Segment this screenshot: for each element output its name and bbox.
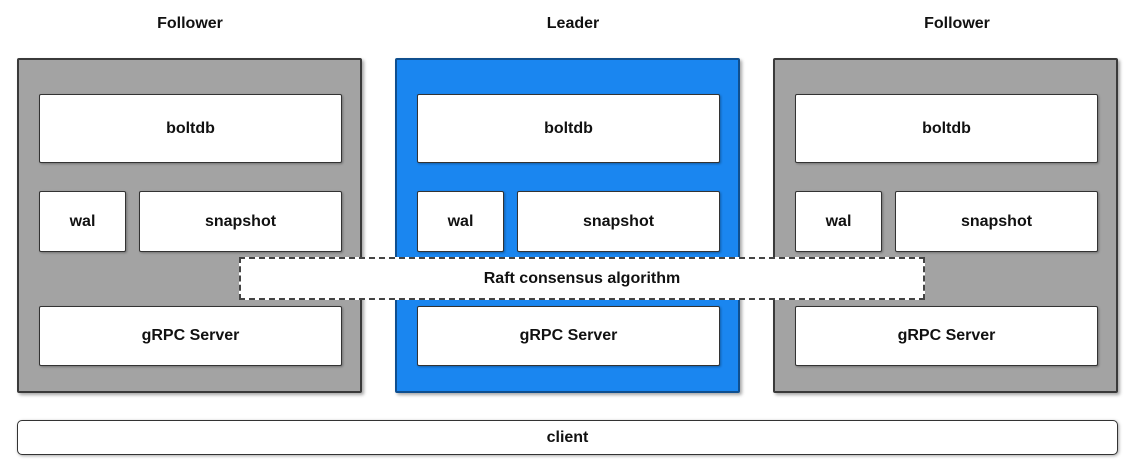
snapshot-box: snapshot [517,191,720,252]
node-title-follower-left: Follower [157,15,223,32]
grpc-server-box: gRPC Server [417,306,720,366]
wal-box: wal [39,191,126,252]
boltdb-box: boltdb [39,94,342,163]
follower-node-right: boltdb wal snapshot gRPC Server [773,58,1118,393]
wal-box: wal [795,191,882,252]
node-title-follower-right: Follower [924,15,990,32]
node-title-leader: Leader [546,15,600,32]
raft-consensus-box: Raft consensus algorithm [239,257,925,300]
client-box: client [17,420,1118,455]
wal-box: wal [417,191,504,252]
grpc-server-box: gRPC Server [39,306,342,366]
snapshot-box: snapshot [139,191,342,252]
snapshot-box: snapshot [895,191,1098,252]
leader-node: boltdb wal snapshot gRPC Server [395,58,740,393]
grpc-server-box: gRPC Server [795,306,1098,366]
boltdb-box: boltdb [417,94,720,163]
boltdb-box: boltdb [795,94,1098,163]
follower-node-left: boltdb wal snapshot gRPC Server [17,58,362,393]
